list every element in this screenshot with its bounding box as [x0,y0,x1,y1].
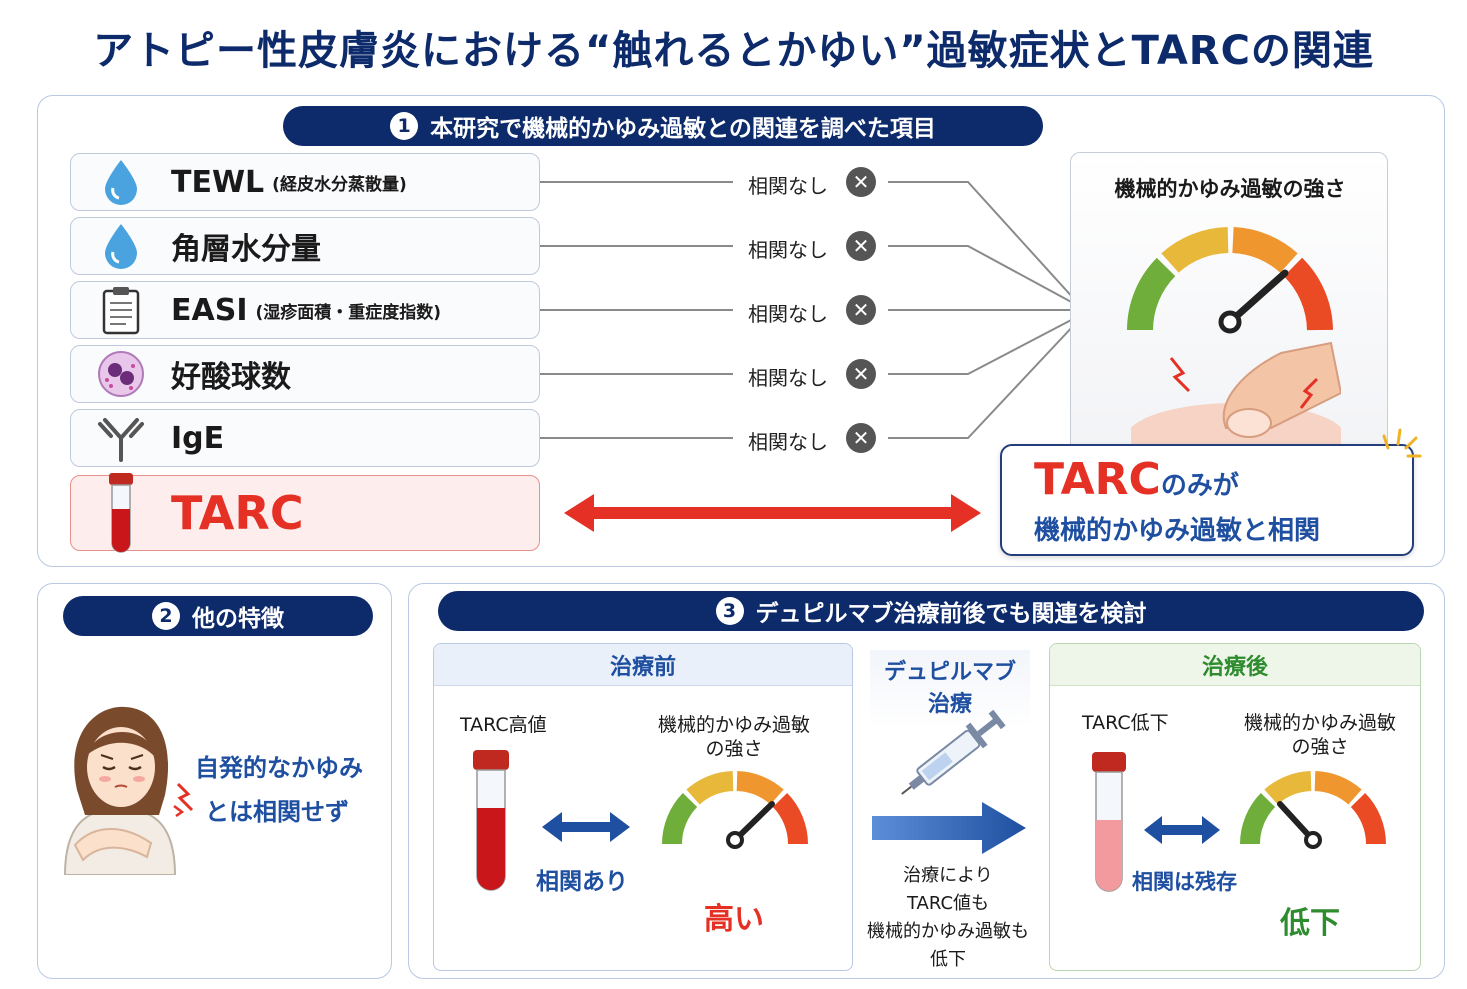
item-sub: (湿疹面積・重症度指数) [255,302,442,323]
item-ige: IgE [70,409,540,467]
treatment-title: デュピルマブ 治療 [870,650,1030,728]
after-level: 低下 [1280,906,1340,941]
result-only: のみが [1160,471,1239,501]
x-circle-icon: ✕ [846,231,876,261]
blood-tube-icon [1092,752,1126,892]
blood-tube-icon [109,473,133,553]
before-tarc-label: TARC高値 [460,714,547,736]
gauge-icon [1127,227,1333,334]
water-drop-icon [105,160,137,205]
before-box: 治療前 TARC高値 機械的かゆみ過敏 の強さ 相関あり 高い [433,643,853,971]
result-label: 相関なし [748,174,828,198]
before-header: 治療前 [434,644,852,686]
itchy-person-icon [63,706,177,875]
before-arrow-label: 相関あり [536,869,628,895]
section2-number: 2 [152,602,180,630]
result-line2: 機械的かゆみ過敏と相関 [1034,516,1321,546]
section2-heading: 2 他の特徴 [63,596,373,636]
item-tewl: TEWL (経皮水分蒸散量) [70,153,540,211]
after-gauge-label2: の強さ [1291,736,1349,758]
item-eosinophil: 好酸球数 [70,345,540,403]
water-drop-icon [105,224,137,269]
item-easi: EASI (湿疹面積・重症度指数) [70,281,540,339]
section1-number: 1 [390,112,419,140]
section1-heading-text: 本研究で機械的かゆみ過敏との関連を調べた項目 [430,116,936,142]
after-tarc-label: TARC低下 [1082,712,1169,734]
syringe-icon [901,709,1006,795]
gauge-title: 機械的かゆみ過敏の強さ [1114,177,1346,201]
item-name: 好酸球数 [171,360,291,395]
item-name: IgE [171,420,225,456]
before-level: 高い [704,902,764,937]
antibody-icon [98,418,144,462]
result-box: TARCのみが 機械的かゆみ過敏と相関 [1000,444,1414,556]
after-arrow-label: 相関は残存 [1132,870,1237,894]
treatment-note-line: 治療により [903,865,993,886]
x-circle-icon: ✕ [846,295,876,325]
x-circle-icon: ✕ [846,423,876,453]
x-circle-icon: ✕ [846,167,876,197]
after-box: 治療後 TARC低下 機械的かゆみ過敏 の強さ 相関は残存 低下 [1049,643,1421,971]
item-name: 角層水分量 [171,232,321,267]
gauge-icon [1240,771,1386,849]
gauge-card: 機械的かゆみ過敏の強さ [1070,152,1388,452]
result-label: 相関なし [748,302,828,326]
before-gauge-label2: の強さ [705,738,763,760]
after-gauge-label1: 機械的かゆみ過敏 [1243,712,1396,734]
treatment-note-line: 低下 [930,949,966,970]
result-label: 相関なし [748,238,828,262]
treatment-note-line: TARC値も [906,893,990,914]
connector-lines [540,181,1076,439]
sparkle-icon [1382,428,1422,458]
before-gauge-label1: 機械的かゆみ過敏 [657,714,810,736]
item-name: TARC [171,486,304,540]
blood-tube-icon [473,750,509,891]
section2-line2: とは相関せず [205,798,349,826]
section3-heading-text: デュピルマブ治療前後でも関連を検討 [755,601,1147,627]
section2-heading-text: 他の特徴 [192,606,284,632]
result-tarc: TARC [1034,454,1161,505]
page-title: アトピー性皮膚炎における“触れるとかゆい”過敏症状とTARCの関連 [93,28,1374,74]
x-circle-icon: ✕ [846,359,876,389]
item-name: EASI [171,292,248,328]
section3-heading: 3 デュピルマブ治療前後でも関連を検討 [438,591,1424,631]
section3-number: 3 [715,597,744,625]
double-arrow-icon [564,494,981,532]
after-header: 治療後 [1050,644,1420,686]
item-sub: (経皮水分蒸散量) [272,174,407,195]
finger-touch-icon [1131,341,1341,451]
result-label: 相関なし [748,430,828,454]
result-line1: TARCのみが [1034,454,1239,505]
section1-heading: 1 本研究で機械的かゆみ過敏との関連を調べた項目 [283,106,1043,146]
eosinophil-icon [98,351,144,397]
section2-line1: 自発的なかゆみ [195,754,363,782]
treatment-note-line: 機械的かゆみ過敏も [867,921,1029,942]
clipboard-icon [102,287,140,335]
right-arrow-icon [872,802,1026,854]
item-tarc: TARC [70,473,540,553]
gauge-icon [662,771,808,849]
double-arrow-icon [542,812,630,842]
item-name: TEWL [171,164,265,200]
double-arrow-icon [1144,816,1220,844]
treatment-title2: 治療 [927,692,972,717]
item-sc-hydration: 角層水分量 [70,217,540,275]
treatment-note: 治療により TARC値も 機械的かゆみ過敏も 低下 [850,862,1046,974]
itch-spark-icon [173,782,194,818]
treatment-title1: デュピルマブ [883,660,1016,685]
result-label: 相関なし [748,366,828,390]
